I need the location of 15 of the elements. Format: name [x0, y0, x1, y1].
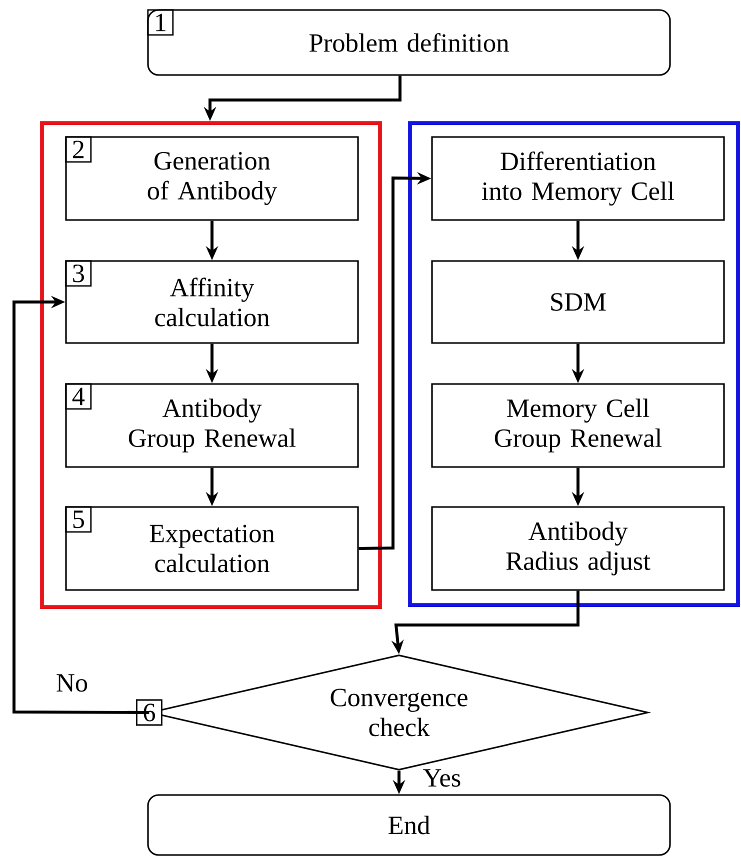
process-box: SDM	[431, 260, 725, 344]
arrow	[12, 296, 150, 714]
group-frame	[40, 121, 382, 609]
process-box: Antibody Group Renewal 4	[65, 383, 359, 468]
terminal-box: Problem definition 1	[147, 9, 671, 76]
edge-label: Yes	[423, 769, 460, 787]
group-frame	[408, 121, 740, 607]
process-box: Differentiation into Memory Cell	[431, 136, 725, 221]
process-box: Memory Cell Group Renewal	[431, 383, 725, 468]
edge-label: No	[56, 674, 88, 692]
terminal-box: End	[147, 794, 671, 856]
process-box: Generation of Antibody 2	[65, 136, 359, 221]
process-box: Expectation calculation 5	[65, 506, 359, 591]
process-box: Antibody Radius adjust	[431, 506, 725, 591]
process-box: Affinity calculation 3	[65, 260, 359, 344]
